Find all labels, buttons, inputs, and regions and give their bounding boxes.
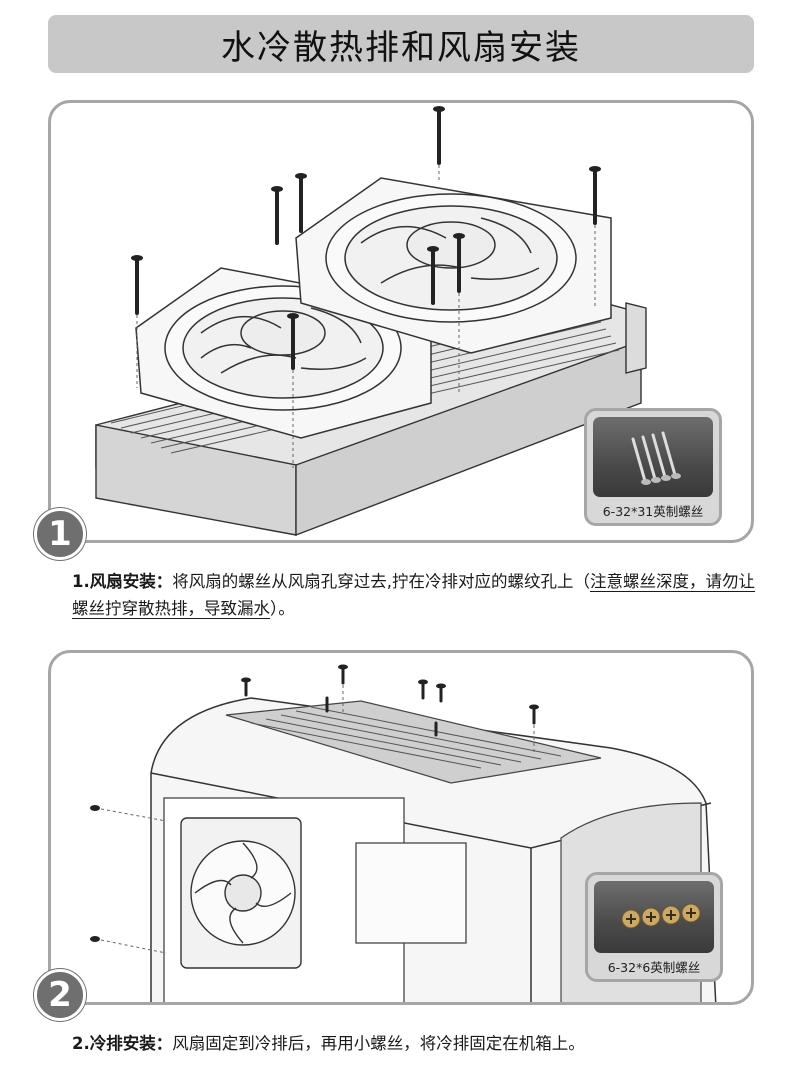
screw-label: 6-32*31英制螺丝 (602, 503, 704, 519)
page-title: 水冷散热排和风扇安装 (221, 27, 581, 68)
step-1-lead: 1.风扇安装： (72, 572, 173, 591)
screw-label: 6-32*6英制螺丝 (607, 959, 701, 975)
step-1-warning-note: 注意螺丝深度，请勿让螺丝拧穿散热排，导致漏水 (72, 572, 755, 618)
screw-card-6-32x31: 6-32*31英制螺丝 (584, 408, 722, 526)
step-1-caption: 1.风扇安装：将风扇的螺丝从风扇孔穿过去,拧在冷排对应的螺纹孔上（注意螺丝深度，… (72, 568, 762, 622)
short-screws-photo (594, 881, 714, 953)
step-1-text: 将风扇的螺丝从风扇孔穿过去,拧在冷排对应的螺纹孔上（ (172, 572, 590, 591)
radiator-fan-illustration (95, 106, 647, 537)
step-2-caption: 2.冷排安装：风扇固定到冷排后，再用小螺丝，将冷排固定在机箱上。 (72, 1030, 762, 1057)
long-screws-photo (593, 417, 713, 497)
step-2-lead: 2.冷排安装： (72, 1034, 173, 1053)
page-title-bar: 水冷散热排和风扇安装 (48, 15, 754, 73)
step-number-badge: 2 (34, 969, 86, 1021)
step-2-text: 风扇固定到冷排后，再用小螺丝，将冷排固定在机箱上。 (172, 1034, 585, 1053)
step-number-badge: 1 (34, 508, 86, 560)
step-1-tail: ）。 (270, 599, 295, 618)
step-1-illustration-panel (48, 100, 754, 543)
screw-card-6-32x6: 6-32*6英制螺丝 (585, 872, 723, 982)
